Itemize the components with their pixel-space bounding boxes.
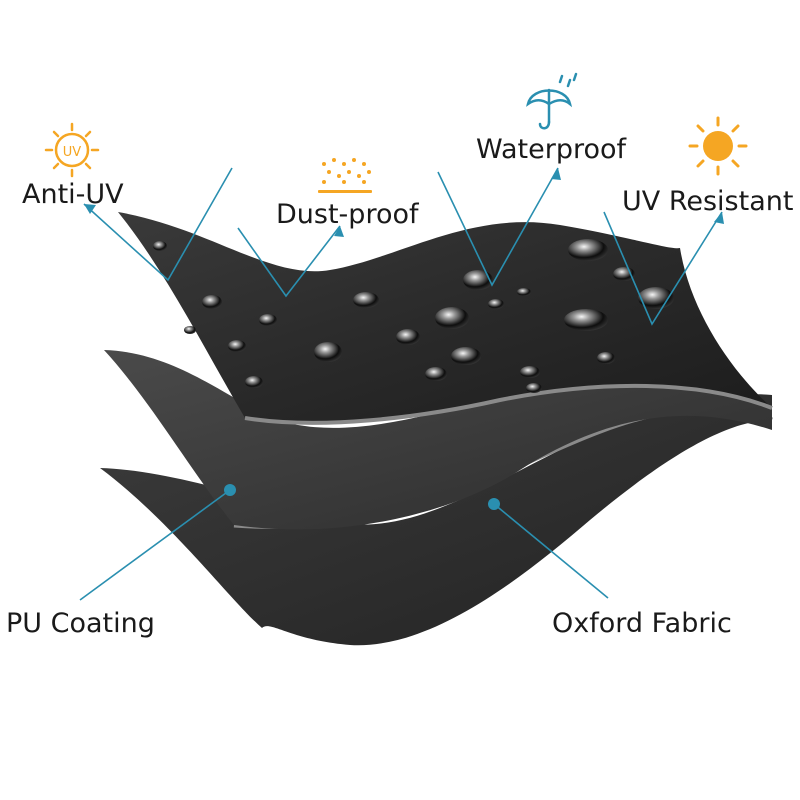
anti-uv-leader — [83, 167, 233, 282]
waterproof-leader — [437, 167, 559, 287]
pu-coating-leader — [79, 489, 231, 601]
pu-coating-dot — [224, 484, 236, 496]
uv-resistant-label: UV Resistant — [622, 186, 793, 217]
dust-proof-arrowhead — [334, 226, 344, 237]
dust-proof-leader — [237, 225, 341, 298]
anti-uv-arrowhead — [84, 204, 96, 214]
anti-uv-label: Anti-UV — [22, 179, 124, 210]
pu-coating-layer — [104, 350, 772, 530]
oxford-fabric-label: Oxford Fabric — [552, 608, 732, 639]
uv-badge-text: UV — [63, 145, 82, 160]
oxford-fabric-dot — [488, 498, 500, 510]
waterproof-arrowhead — [551, 168, 561, 180]
uv-resistant-arrowhead — [714, 212, 724, 224]
dust-proof-label: Dust-proof — [276, 199, 420, 230]
sun-icon — [688, 116, 748, 176]
umbrella-rain-icon — [526, 72, 578, 130]
dust-particles-icon — [318, 158, 372, 193]
oxford-fabric-leader — [493, 503, 609, 599]
uv-resistant-leader — [603, 211, 723, 326]
pu-coating-label: PU Coating — [6, 608, 155, 639]
leader-endpoints — [84, 168, 724, 510]
waterproof-label: Waterproof — [476, 134, 627, 165]
leader-lines — [79, 167, 723, 601]
sun-uv-icon — [44, 122, 100, 178]
